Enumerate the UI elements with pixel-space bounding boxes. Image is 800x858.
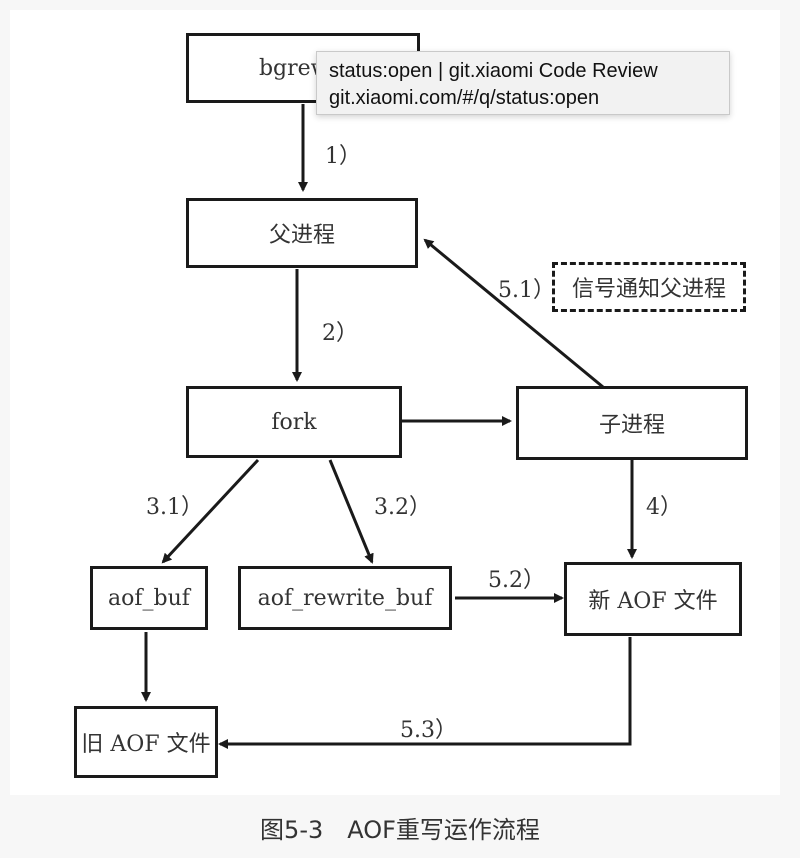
- edge-label-5-3: 5.3）: [400, 718, 457, 743]
- edge-label-3-1: 3.1）: [146, 495, 203, 520]
- aof-buf-label: aof_buf: [108, 585, 190, 611]
- edge-label-5-1: 5.1）: [498, 278, 555, 303]
- old-aof-file-label: 旧 AOF 文件: [81, 732, 211, 757]
- fork-label: fork: [271, 409, 317, 435]
- tooltip-title: status:open | git.xiaomi Code Review: [329, 60, 658, 82]
- old-aof-file-node: 旧 AOF 文件: [74, 706, 218, 778]
- edge-label-3-2: 3.2）: [374, 495, 431, 520]
- aof-rewrite-buf-label: aof_rewrite_buf: [257, 585, 433, 611]
- edge-label-5-2: 5.2）: [488, 568, 545, 593]
- new-aof-file-node: 新 AOF 文件: [564, 562, 742, 636]
- edge-label-1: 1）: [325, 144, 361, 169]
- child-process-label: 子进程: [598, 413, 665, 438]
- parent-process-node: 父进程: [186, 198, 418, 268]
- arrow-3-1: [161, 458, 260, 564]
- link-tooltip: status:open | git.xiaomi Code Review git…: [316, 51, 730, 115]
- edge-label-2: 2）: [322, 321, 358, 346]
- child-process-node: 子进程: [516, 386, 748, 460]
- edge-label-4: 4）: [646, 495, 682, 520]
- parent-process-label: 父进程: [268, 223, 335, 248]
- new-aof-file-label: 新 AOF 文件: [588, 589, 718, 614]
- signal-parent-label: 信号通知父进程: [571, 277, 726, 302]
- fork-node: fork: [186, 386, 402, 458]
- aof-buf-node: aof_buf: [90, 566, 208, 630]
- tooltip-url: git.xiaomi.com/#/q/status:open: [329, 87, 600, 109]
- arrow-3-2: [328, 459, 374, 564]
- signal-parent-node: 信号通知父进程: [552, 262, 746, 312]
- figure-caption: 图5-3 AOF重写运作流程: [260, 816, 540, 844]
- aof-rewrite-buf-node: aof_rewrite_buf: [238, 566, 452, 630]
- arrow-5-1: [423, 238, 604, 389]
- arrow-5-3: [218, 637, 632, 749]
